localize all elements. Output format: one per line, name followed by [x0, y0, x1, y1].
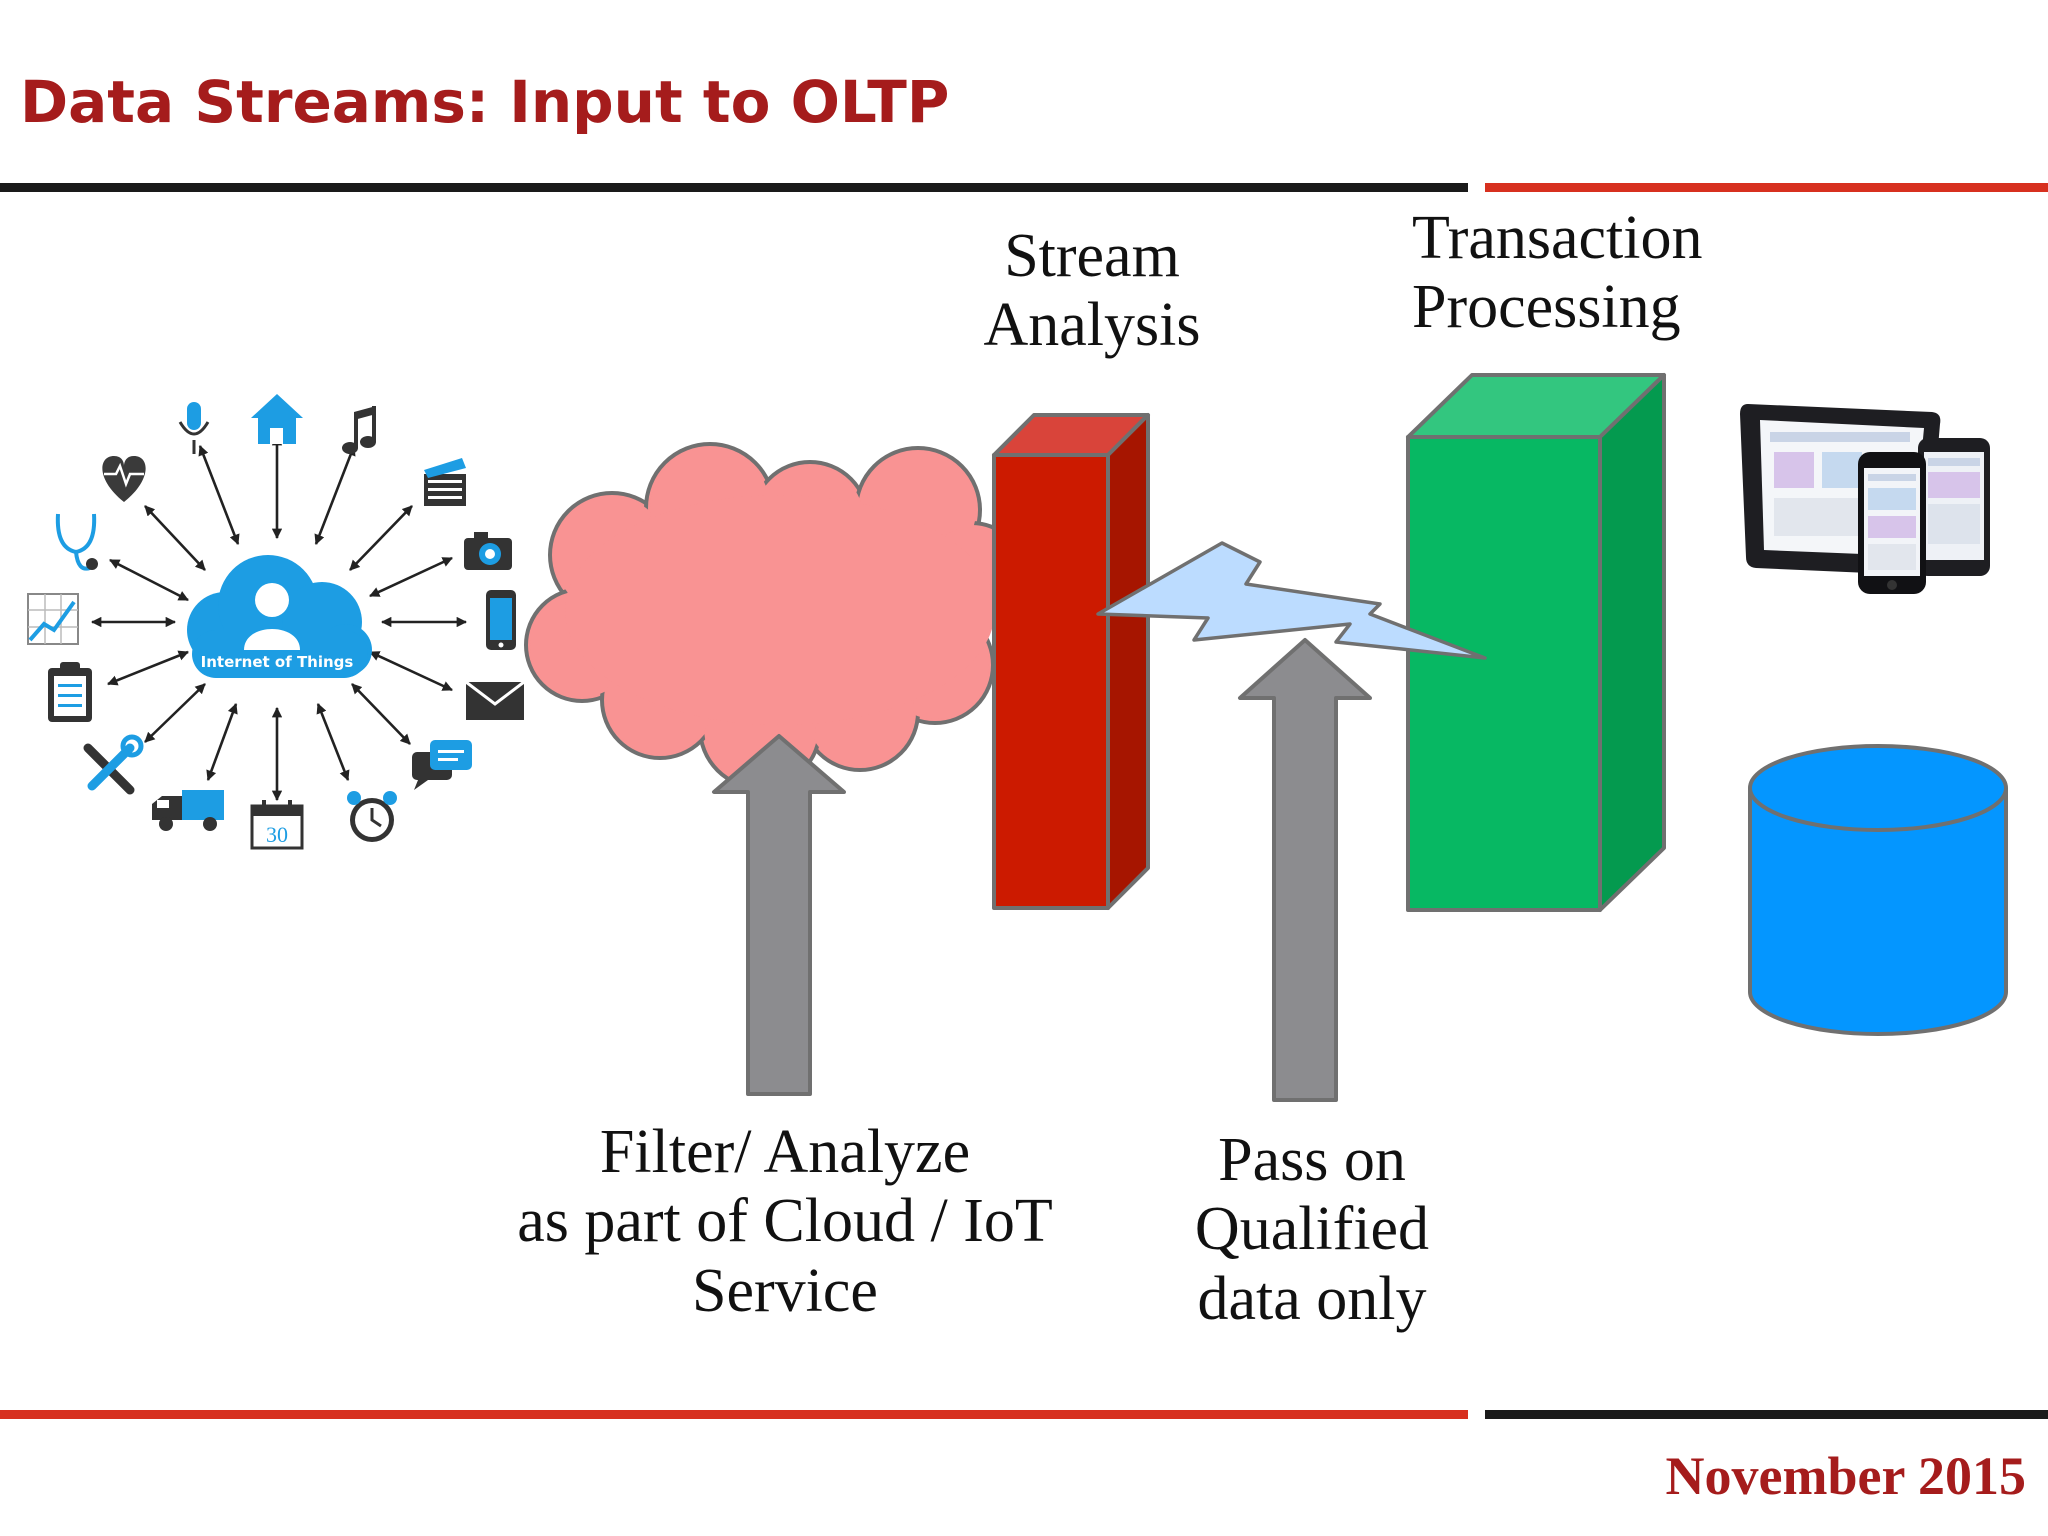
camera-icon [464, 532, 512, 570]
cloud-service-shape [524, 442, 1026, 790]
truck-icon [152, 790, 224, 831]
slide-title: Data Streams: Input to OLTP [20, 68, 950, 136]
pass-on-line-1: Pass on [1218, 1126, 1406, 1194]
mobile-devices-image [1740, 404, 1990, 594]
smartphone-large-icon [1918, 438, 1990, 576]
calendar-icon: 30 [250, 800, 304, 850]
envelope-icon [465, 680, 525, 720]
iot-spokes [90, 434, 468, 802]
home-icon [251, 394, 303, 444]
bottom-rule-dark [1485, 1410, 2048, 1419]
clipboard-icon [48, 662, 92, 722]
filter-analyze-label: Filter/ Analyze as part of Cloud / IoT S… [470, 1118, 1100, 1326]
chat-icon [412, 740, 472, 790]
clapperboard-icon [424, 458, 466, 506]
microphone-icon [178, 402, 210, 454]
iot-caption: Internet of Things [201, 653, 354, 671]
pass-on-label: Pass on Qualified data only [1152, 1126, 1472, 1334]
smartphone-icon [486, 590, 516, 650]
pass-on-line-3: data only [1197, 1264, 1427, 1333]
iphone-icon [1858, 452, 1926, 594]
calendar-day: 30 [266, 822, 288, 847]
transaction-processing-line-1: Transaction [1412, 204, 1703, 272]
stream-analysis-line-1: Stream [1004, 222, 1180, 290]
transaction-processing-block [1406, 373, 1666, 912]
stethoscope-icon [55, 513, 98, 571]
stream-analysis-block [992, 413, 1150, 910]
stream-analysis-line-2: Analysis [983, 291, 1201, 360]
filter-analyze-line-1: Filter/ Analyze [599, 1118, 971, 1186]
transaction-processing-label: Transaction Processing [1412, 204, 1752, 343]
alarm-clock-icon [347, 791, 397, 842]
top-rule-dark [0, 183, 1468, 192]
data-transfer-bolt [1096, 541, 1487, 660]
chart-icon [27, 593, 79, 645]
pass-on-line-2: Qualified [1194, 1195, 1430, 1264]
filter-analyze-line-3: Service [692, 1256, 878, 1325]
iot-hub-graphic: Internet of Things [27, 394, 525, 850]
bottom-rule-red [0, 1410, 1468, 1419]
iot-cloud-icon [187, 555, 372, 678]
filter-arrow [712, 734, 846, 1096]
database-icon [1748, 744, 2008, 1036]
transaction-processing-line-2: Processing [1412, 273, 1681, 342]
user-icon [244, 583, 300, 650]
music-note-icon [342, 406, 376, 454]
footer-date: November 2015 [1665, 1446, 2026, 1506]
heart-icon [102, 456, 146, 502]
tools-icon [83, 734, 144, 795]
pass-on-arrow [1238, 638, 1372, 1102]
filter-analyze-line-2: as part of Cloud / IoT [517, 1187, 1053, 1256]
stream-analysis-label: Stream Analysis [952, 222, 1232, 361]
tablet-icon [1740, 404, 1941, 576]
top-rule-red [1485, 183, 2048, 192]
